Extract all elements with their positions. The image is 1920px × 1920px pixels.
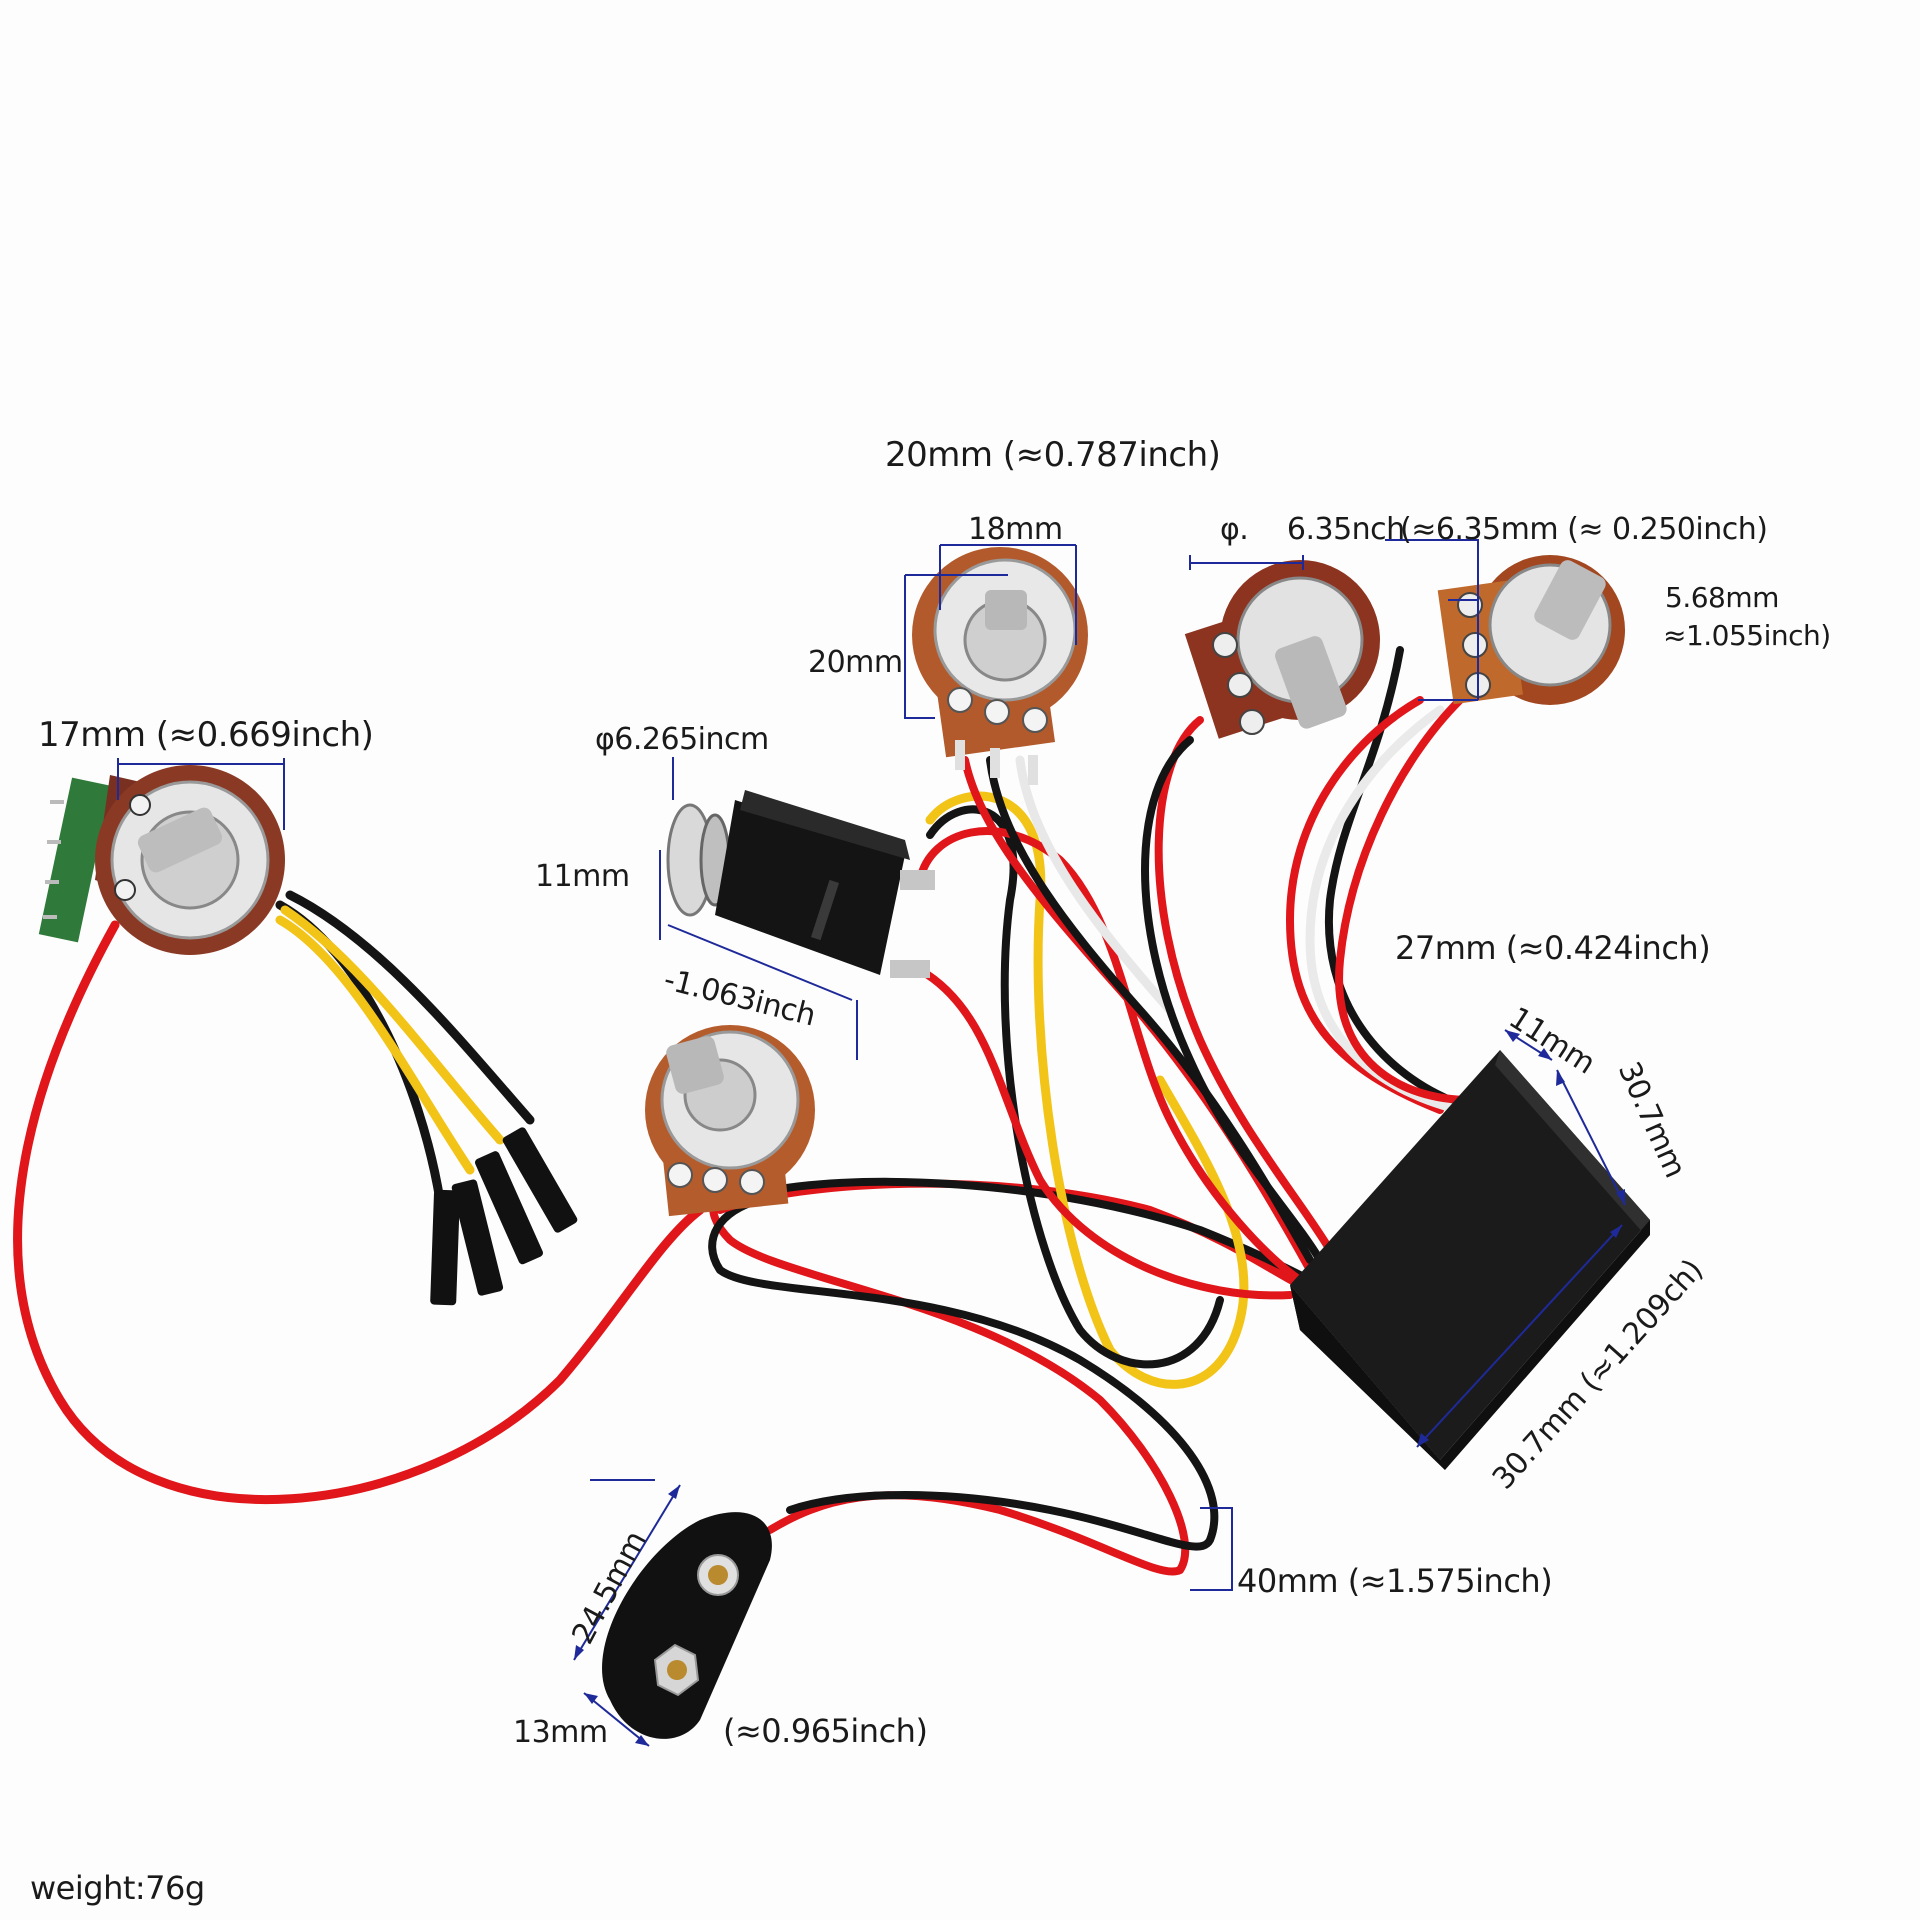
- dimension-arrows: [574, 1030, 1625, 1746]
- dim-top-pot-height: [904, 574, 1008, 719]
- pot-shaft: [985, 590, 1027, 630]
- label-shaft-length: 5.68mm: [1665, 581, 1779, 614]
- dupont-connectors: [430, 1127, 578, 1306]
- dupont-connector: [451, 1179, 504, 1296]
- dim-battery-width: [573, 1479, 681, 1661]
- wire-red-tr2b: [1335, 696, 1474, 1104]
- wire-black-mid-to-box: [746, 1177, 1304, 1279]
- wire-red-left-loop: [13, 920, 705, 1505]
- label-jack-diameter: φ6.265incm: [595, 722, 769, 757]
- wire-black-tr1: [1141, 736, 1324, 1264]
- wire-black-tr2: [1324, 646, 1454, 1104]
- pot-shaft: [137, 807, 223, 873]
- wire-red-jack: [916, 827, 1304, 1284]
- label-top-pot-width: 18mm: [968, 512, 1063, 547]
- wire-red-mid-to-box: [716, 1179, 1304, 1289]
- dupont-connector: [502, 1127, 578, 1233]
- wire-white-topcenter: [1015, 755, 1175, 1015]
- dim-battery-thickness: [583, 1692, 650, 1747]
- dim-box-width: [1556, 1069, 1626, 1206]
- label-shaft-diameter-mm: (≈6.35mm (≈ 0.250inch): [1400, 512, 1768, 547]
- wire-yellow-left-2: [280, 905, 505, 1145]
- label-left-pot-width: 17mm (≈0.669inch): [38, 715, 374, 755]
- wire-black-left-2: [285, 890, 535, 1125]
- label-top-pot-height: 20mm: [808, 645, 903, 680]
- wire-red-battery: [709, 1176, 1190, 1576]
- wire-red-tr1: [1154, 716, 1334, 1254]
- dim-battery-lead: [1190, 1507, 1233, 1591]
- label-battery-inch: (≈0.965inch): [723, 1712, 928, 1750]
- dim-box-depth: [1416, 1224, 1623, 1448]
- label-battery-thickness: 13mm: [513, 1715, 608, 1750]
- potentiometer-top-center: [912, 547, 1088, 785]
- potentiometer-top-right-1: [1184, 560, 1380, 739]
- dupont-connector: [430, 1189, 460, 1306]
- wire-red-tr2: [1285, 696, 1444, 1114]
- pot-shaft: [666, 1036, 724, 1094]
- potentiometer-left-with-pcb: [38, 765, 285, 955]
- potentiometer-middle: [645, 1025, 815, 1217]
- label-jack-height: 11mm: [535, 859, 630, 894]
- wire-yellow-jack: [925, 791, 1249, 1389]
- label-box-length: 27mm (≈0.424inch): [1395, 929, 1711, 967]
- label-top-pot-overall: 20mm (≈0.787inch): [885, 435, 1221, 475]
- preamp-box: [1290, 1050, 1650, 1470]
- wire-black-battery: [708, 1196, 1219, 1551]
- label-shaft-length-inch: ≈1.055inch): [1663, 619, 1831, 652]
- dupont-connector: [475, 1151, 543, 1265]
- pcb-board: [38, 777, 112, 943]
- label-shaft-diameter: φ. 6.35nch: [1220, 512, 1405, 547]
- wire-red-jack-2: [916, 966, 1294, 1300]
- dimension-lines: [117, 539, 1626, 1747]
- battery-snap-9v: [602, 1512, 772, 1739]
- wire-black-left-1: [275, 900, 445, 1205]
- dim-left-pot-width: [117, 758, 285, 830]
- pot-shaft: [1534, 560, 1606, 640]
- dim-jack-length: [667, 924, 858, 1060]
- output-jack: [666, 790, 935, 978]
- dim-shaft-length: [1385, 539, 1479, 701]
- dim-top-pot-width: [939, 544, 1077, 645]
- wire-yellow-left-1: [275, 915, 475, 1175]
- dim-shaft-diameter: [1189, 555, 1304, 570]
- label-battery-lead: 40mm (≈1.575inch): [1237, 1562, 1553, 1600]
- pot-shaft: [1275, 636, 1347, 729]
- potentiometer-top-right-2: [1437, 555, 1625, 705]
- label-weight: weight:76g: [30, 1869, 205, 1907]
